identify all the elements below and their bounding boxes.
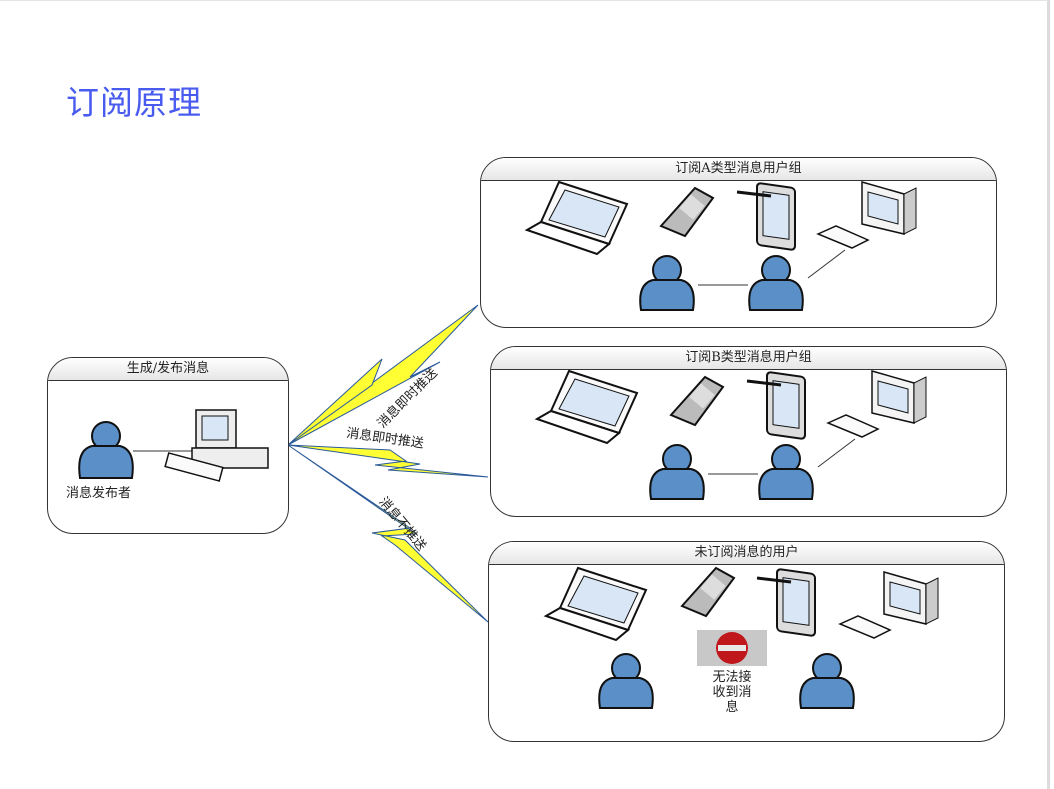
group-b: 订阅B类型消息用户组 (490, 346, 1007, 517)
blocked-label-line: 息 (725, 700, 739, 715)
group-a-header: 订阅A类型消息用户组 (481, 158, 996, 181)
blocked-label-line: 无法接 (712, 670, 752, 685)
group-unsubscribed-header: 未订阅消息的用户 (489, 542, 1004, 565)
blocked-label: 无法接 收到消 息 (702, 670, 762, 715)
publisher-label: 消息发布者 (66, 486, 132, 501)
publisher-group-header: 生成/发布消息 (48, 358, 288, 381)
lightning-bolt-b (287, 444, 489, 478)
blocked-label-line: 收到消 (712, 685, 752, 700)
publisher-group: 生成/发布消息 (47, 357, 289, 534)
no-entry-icon (716, 632, 748, 664)
group-b-header: 订阅B类型消息用户组 (491, 347, 1006, 370)
page-title: 订阅原理 (66, 83, 202, 122)
group-a: 订阅A类型消息用户组 (480, 157, 997, 328)
no-entry-sign (697, 630, 767, 666)
lightning-bolt-c (287, 444, 489, 623)
lightning-bolt-a-zig (287, 358, 383, 446)
